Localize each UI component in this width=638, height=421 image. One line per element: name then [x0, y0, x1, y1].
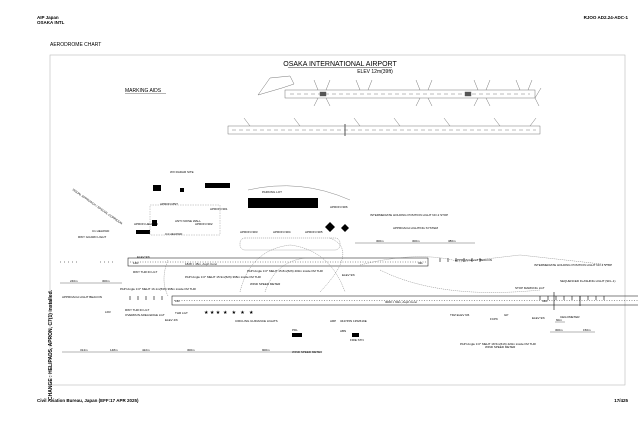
rwy-32l-mark: 32L — [418, 261, 423, 265]
terminal-area — [136, 183, 359, 337]
apron-nr3-label: APRON NR3 — [240, 230, 258, 234]
dist-148: 148m — [110, 348, 118, 352]
pdl-label: PDL — [292, 328, 298, 332]
apron-nr1-label: APRON NR1 — [210, 207, 228, 211]
dist-240: 240m — [70, 279, 78, 283]
arp-coords: 344745N 1352619E — [340, 319, 367, 323]
marking-aids-rwy-short — [257, 75, 542, 107]
apron-nr6-label: APRON NR6 — [330, 205, 348, 209]
chart-id: RJOO AD2.24-ADC-1 — [583, 15, 628, 20]
fire-station-box — [352, 333, 359, 337]
dist-300b: 300m — [187, 348, 195, 352]
gp-label: GP — [504, 313, 508, 317]
dist-300d: 300m — [412, 239, 420, 243]
approach-lights — [60, 258, 605, 310]
abn-label: ABN — [340, 329, 346, 333]
apron-nr2-label: APRON NR2 — [195, 222, 213, 226]
marking-aids-rwy-long — [227, 117, 541, 136]
change-note: CHANGE : HELIPADS, APRON, C7(1) installe… — [48, 289, 54, 400]
arp-label: ARP — [330, 319, 336, 323]
parking-lot-label: PARKING LOT — [262, 190, 282, 194]
chart-type: AERODROME CHART — [50, 42, 102, 48]
chart-frame — [49, 54, 626, 386]
apron-helipad-label: APRON HELIPAD — [134, 222, 159, 226]
tdz-elev-label: TDZ ELEV 9/6 — [450, 313, 470, 317]
wx-radar-label: WX RADAR SITE — [170, 170, 194, 174]
dist-300a: 300m — [102, 279, 110, 283]
elev-32r-label: ELEV 9/6 — [532, 316, 545, 320]
papi-14r-label: PAPI Angle 3.0° MEHT 15.9m(52ft) 368m in… — [185, 275, 262, 279]
ceilometer-label: CEILOMETER — [560, 315, 580, 319]
rwy-14l-mark: 14L — [175, 299, 180, 303]
thr-lgt-label: THR LGT — [175, 311, 188, 315]
circling-stars: ★ ★ ★ ★ ★ ★ ★ — [204, 310, 254, 316]
pdl-box — [292, 333, 302, 337]
wind-sensor-label: WIND SPEED METER — [250, 282, 281, 286]
elev-14l-label: ELEV 4/6 — [165, 318, 178, 322]
stop-marking-label: STOP MARKING LGT — [515, 286, 545, 290]
papi-14l-label: PAPI Angle 3.0° MEHT 18.5m(61ft) 420m in… — [460, 342, 537, 346]
wind-meter-s-label: WIND SPEED METER — [292, 350, 323, 354]
apron-nr4-label: APRON NR4 — [273, 230, 291, 234]
dist-314: 314m — [80, 348, 88, 352]
terminal-building-main — [248, 198, 318, 208]
stop-marker-diamonds — [325, 222, 349, 232]
dist-900: 900m — [262, 348, 270, 352]
airport-title: OSAKA INTERNATIONAL AIRPORT — [283, 61, 397, 68]
dist-380: 380m — [448, 239, 456, 243]
rwy-32r-mark: 32R — [542, 299, 548, 303]
dist-422: 422m — [142, 348, 150, 352]
marking-aids-label: MARKING AIDS — [125, 88, 162, 94]
anti-noise-label: ANTI NOISE WALL — [175, 219, 201, 223]
approach-beacon-w-label: APPROACH LIGHT BEACON — [62, 295, 102, 299]
wind-meter-e-label: WIND SPEED METER — [485, 345, 516, 349]
c4-helipad-label: C4 HELIPAD — [165, 232, 183, 236]
fcpk-label: FCPK — [490, 317, 498, 321]
runway-14l-32r — [171, 295, 638, 306]
dist-60: 60m — [556, 318, 562, 322]
rwy-thr-lgt2-label: RWY THR ID LGT — [125, 308, 150, 312]
overrun-label: OVERRUN AREA EDGE LGT — [125, 313, 165, 317]
runway-long-dims: 3000 × 60m, Asph Conc — [385, 300, 418, 304]
runway-short-dims: 1828 × 45m, Asph Conc — [185, 262, 218, 266]
int-hold-1-label: INTERMEDIATE HOLDING POSITION LIGHT NO.1… — [534, 263, 612, 267]
papi-32r-label: PAPI Angle 3.0° MEHT 16.1m(53ft) 368m in… — [120, 287, 197, 291]
approach-beacon-e-label: APPROACH LGT BEACON — [455, 258, 492, 262]
elevation-label: ELEV 12m(39ft) — [357, 69, 393, 75]
rwy-guard-label: RWY GUARD LIGHT — [78, 235, 106, 239]
apron-nr5-label: APRON NR5 — [305, 230, 323, 234]
footer-issuer: Civil Aviation Bureau, Japan (EFF:17 APR… — [37, 398, 139, 403]
rwy-14r-mark: 14R — [133, 261, 139, 265]
circling-lights-label: CIRCLING GUIDANCE LIGHTS — [235, 319, 278, 323]
runway-14r-32l — [127, 257, 429, 267]
dimension-lines — [60, 242, 595, 353]
rwy-thr-lgt-label: RWY THR ID LGT — [133, 270, 158, 274]
visual-approach-label: VISUAL APPROACH / SPECIAL CORRIDOR — [71, 188, 123, 226]
footer-page: 17/425 — [614, 398, 628, 403]
apron-mnt-label: APRON MNT — [160, 202, 178, 206]
c1-helipad-label: C1 HELIPAD — [92, 229, 110, 233]
elev-32l-label: ELEV 9/6 — [342, 273, 355, 277]
publication-label: AIP Japan — [37, 15, 59, 20]
elev-14r-label: ELEV 9/6 — [137, 255, 150, 259]
lfr-label: LFR — [105, 310, 112, 314]
aerodrome-label: OSAKA INTL — [37, 20, 65, 25]
dist-150: 150m — [583, 328, 591, 332]
terminal-building-north — [205, 183, 230, 188]
int-hold-2-label: INTERMEDIATE HOLDING POSITION LIGHT NO.2… — [370, 213, 448, 217]
papi-32l-label: PAPI Angle 3.0° MEHT 15.8m(52ft) 403m in… — [247, 269, 324, 273]
dist-300e: 300m — [555, 328, 563, 332]
als-label: APPROACH LIGHTING SYSTEM — [393, 226, 439, 230]
sfl-label: SEQUENCED FLASHING LIGHT (SFL-1) — [560, 279, 615, 283]
dist-300c: 300m — [376, 239, 384, 243]
fire-stn-label: FIRE STN — [350, 338, 364, 342]
taxiways — [163, 237, 611, 297]
